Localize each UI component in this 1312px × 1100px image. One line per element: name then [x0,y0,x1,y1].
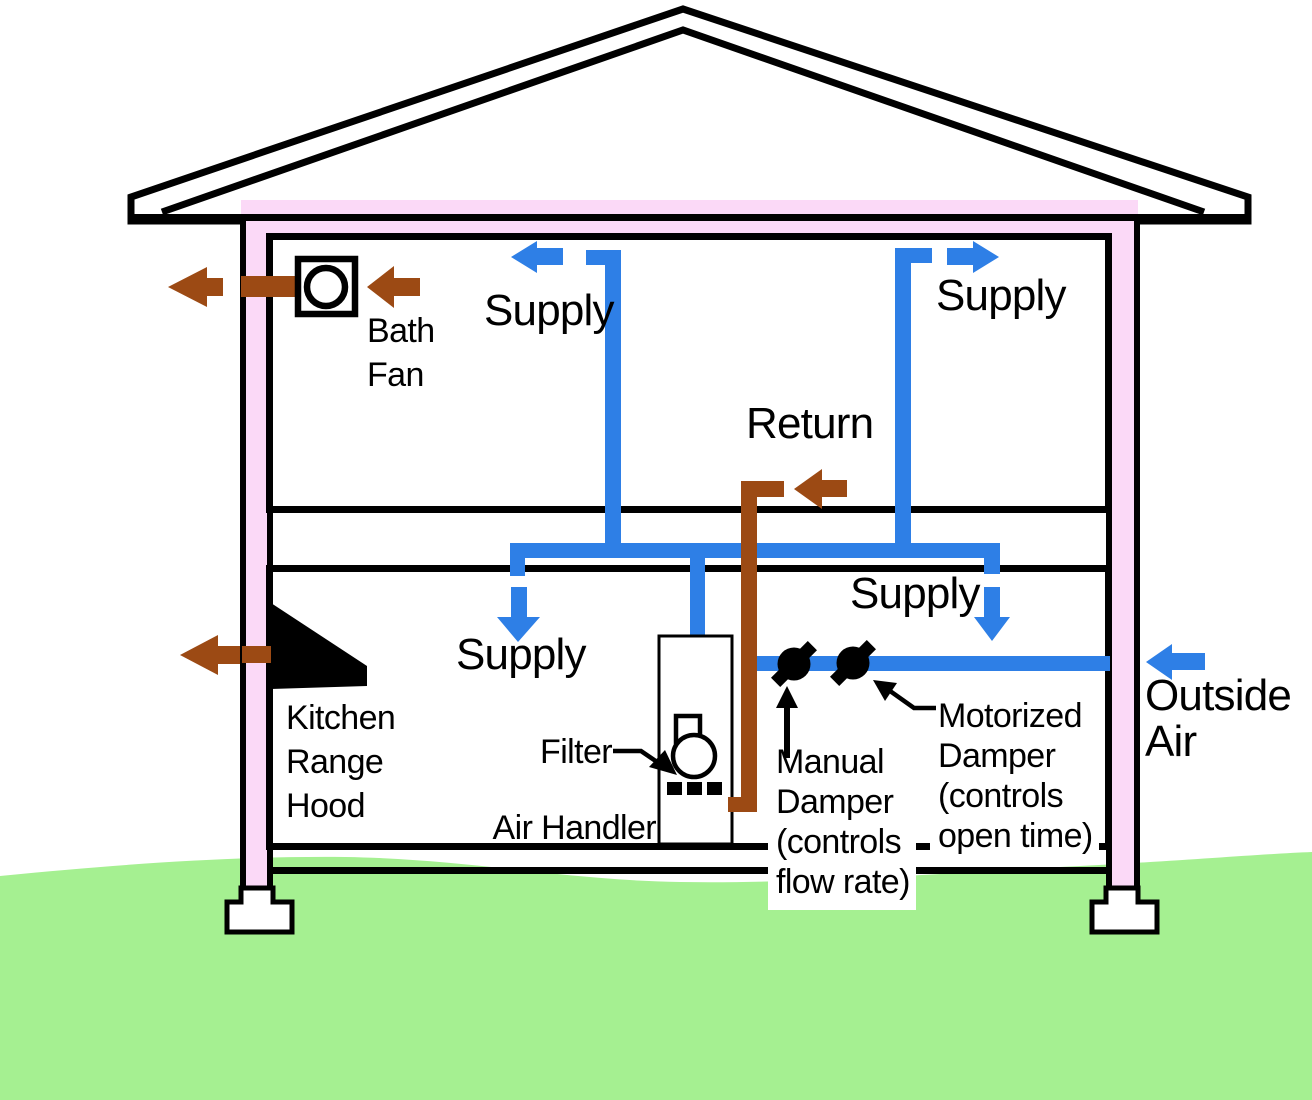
manual-damper-label-line2: Damper [776,783,894,821]
bath-fan-inlet-arrow-icon [367,266,420,308]
kitchen-exhaust-arrow-icon [180,635,240,675]
bath-fan-label: Bath Fan [367,309,435,397]
supply-trunk-right-stub [984,543,1000,574]
upper-left-supply-duct [605,250,621,545]
bath-fan-icon [294,255,359,318]
motorized-damper-icon [830,640,876,686]
supply-label-lower-left: Supply [456,630,587,679]
filter-element [667,782,722,795]
supply-label-upper-left: Supply [484,286,615,335]
exhaust-return-system [168,266,847,812]
kitchen-hood-label: Kitchen Range Hood [286,696,396,828]
supply-label-lower-right: Supply [850,569,981,618]
right-wall-outer-line [1134,214,1140,903]
outside-air-label-line2: Air [1145,717,1197,766]
motorized-damper-label: Motorized Damper (controls open time) [930,694,1099,864]
upper-right-supply-arrow-icon [947,241,999,273]
left-footing [224,885,295,935]
outside-air-arrow-icon [1146,644,1205,680]
return-label: Return [746,399,874,448]
bath-fan-label-line1: Bath [367,312,435,350]
bath-fan-label-line2: Fan [367,356,424,394]
outside-air-label: Outside Air [1145,671,1292,766]
left-wall-outer-line [240,214,246,903]
return-arrow-icon [794,469,847,509]
upper-right-supply-elbow [895,248,932,263]
supply-trunk-left-stub [510,543,525,576]
return-duct-bottom-elbow [728,797,757,812]
blower-fan-icon [670,713,718,780]
left-wall-insulation [246,214,267,893]
manual-damper-label-line1: Manual [776,743,885,781]
kitchen-range-hood-icon [271,603,367,689]
kitchen-hood-label-line3: Hood [286,787,365,825]
kitchen-hood-label-line2: Range [286,743,384,781]
manual-damper-label-line3: (controls [776,823,902,861]
roof-inner-line [160,26,1206,216]
air-handler-label: Air Handler [492,809,657,847]
motorized-damper-label-line3: (controls [938,777,1064,815]
lower-left-supply-arrow-icon [497,587,540,642]
kitchen-hood-label-line1: Kitchen [286,699,396,737]
lower-right-supply-arrow-icon [974,587,1010,641]
motorized-damper-label-line1: Motorized [938,697,1082,735]
manual-damper-label-line4: flow rate) [776,863,910,901]
air-handler-feed-duct [690,543,705,638]
air-handler-unit [657,634,734,846]
roof-outer-outline [127,5,1252,225]
filter-label: Filter [540,733,613,771]
motorized-damper-label-line2: Damper [938,737,1056,775]
manual-damper-label: Manual Damper (controls flow rate) [768,740,916,910]
bath-fan-exhaust-arrow-icon [168,267,223,307]
foundation-line [268,867,1110,874]
return-duct-vertical [741,481,757,812]
kitchen-hood-wall-duct [242,646,272,663]
manual-damper-icon [771,641,817,687]
bath-fan-wall-duct [241,276,298,297]
roof [127,5,1252,225]
outside-air-label-line1: Outside [1145,671,1292,720]
return-duct-top-elbow [741,481,784,497]
motorized-damper-label-line4: open time) [938,817,1093,855]
upper-right-supply-duct [895,248,911,545]
upper-left-supply-elbow [586,250,621,265]
right-wall-insulation [1112,214,1134,893]
right-footing [1089,885,1160,935]
upper-left-supply-arrow-icon [511,241,563,273]
supply-label-upper-right: Supply [936,271,1067,320]
ground [0,852,1312,1100]
